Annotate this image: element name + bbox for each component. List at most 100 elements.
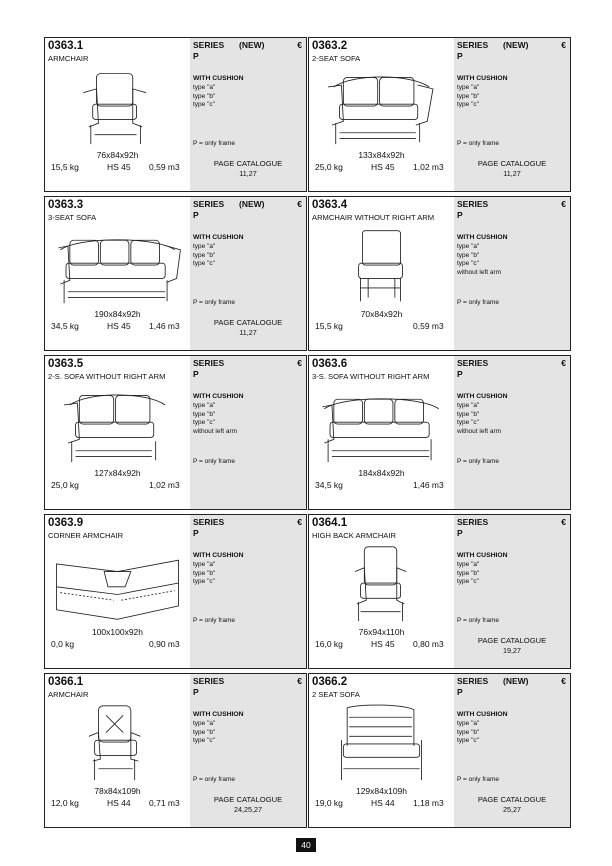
- product-info: 0366.1 ARMCHAIR 78x84x109h 12,0 kg HS 44…: [45, 674, 190, 827]
- euro-icon: €: [297, 40, 302, 50]
- product-hs-code: HS 45: [107, 162, 131, 172]
- product-name: 2-S. SOFA WITHOUT RIGHT ARM: [48, 372, 166, 381]
- product-code: 0363.1: [48, 40, 84, 52]
- product-card: 0363.4 ARMCHAIR WITHOUT RIGHT ARM 70x84x…: [308, 196, 571, 351]
- frame-only-note: P = only frame: [193, 617, 235, 624]
- euro-icon: €: [297, 676, 302, 686]
- product-weight: 25,0 kg: [315, 162, 343, 172]
- frame-only-note: P = only frame: [457, 140, 499, 147]
- euro-icon: €: [561, 358, 566, 368]
- high-back-armchair-drawing: [354, 546, 407, 622]
- three-seat-sofa-drawing: [58, 239, 181, 304]
- product-name: ARMCHAIR: [48, 54, 89, 63]
- armless-chair-drawing: [358, 230, 403, 302]
- product-info: 0363.6 3-S. SOFA WITHOUT RIGHT ARM 184x8…: [309, 356, 454, 509]
- cushion-type: without left arm: [193, 427, 238, 435]
- product-dimensions: 100x100x92h: [91, 627, 144, 637]
- product-info: 0363.4 ARMCHAIR WITHOUT RIGHT ARM 70x84x…: [309, 197, 454, 350]
- catalogue-pages: 11,27: [503, 169, 521, 178]
- product-dimensions: 184x84x92h: [358, 468, 405, 478]
- page-number: 40: [296, 838, 316, 852]
- product-name: 3-S. SOFA WITHOUT RIGHT ARM: [312, 372, 430, 381]
- series-panel: SERIES (NEW) € P WITH CUSHION type "a"ty…: [454, 38, 570, 191]
- product-code: 0363.2: [312, 40, 348, 52]
- armchair-drawing: [83, 73, 147, 145]
- page-catalogue-label: PAGE CATALOGUE: [477, 636, 547, 645]
- series-panel: SERIES € P WITH CUSHION type "a"type "b"…: [454, 515, 570, 668]
- product-volume: 0,71 m3: [149, 798, 180, 808]
- euro-icon: €: [561, 199, 566, 209]
- product-hs-code: HS 45: [371, 639, 395, 649]
- product-weight: 15,5 kg: [315, 321, 343, 331]
- two-seat-sofa-drawing: [328, 76, 434, 145]
- cushion-type: type "c": [193, 101, 215, 109]
- series-label: SERIES: [193, 199, 225, 209]
- product-info: 0366.2 2 SEAT SOFA 129x84x109h 19,0 kg H…: [309, 674, 454, 827]
- with-cushion-label: WITH CUSHION: [457, 711, 508, 718]
- product-name: 2 SEAT SOFA: [312, 690, 360, 699]
- frame-code: P: [457, 528, 463, 538]
- corner-armchair-drawing: [56, 559, 179, 620]
- with-cushion-label: WITH CUSHION: [193, 234, 244, 241]
- product-code: 0364.1: [312, 517, 348, 529]
- catalogue-pages: 24,25,27: [234, 805, 262, 814]
- with-cushion-label: WITH CUSHION: [193, 711, 244, 718]
- product-name: HIGH BACK ARMCHAIR: [312, 531, 396, 540]
- product-weight: 34,5 kg: [51, 321, 79, 331]
- euro-icon: €: [561, 40, 566, 50]
- catalogue-pages: 11,27: [239, 169, 257, 178]
- product-volume: 0,59 m3: [413, 321, 444, 331]
- page-catalogue-label: PAGE CATALOGUE: [213, 159, 283, 168]
- cushion-type: type "c": [193, 578, 215, 586]
- catalogue-pages: 19,27: [503, 646, 521, 655]
- series-panel: SERIES (NEW) € P WITH CUSHION type "a"ty…: [454, 674, 570, 827]
- product-weight: 12,0 kg: [51, 798, 79, 808]
- frame-only-note: P = only frame: [457, 299, 499, 306]
- cushion-type: without left arm: [457, 268, 502, 276]
- cushion-type: type "c": [457, 101, 479, 109]
- product-volume: 0,59 m3: [149, 162, 180, 172]
- frame-only-note: P = only frame: [193, 299, 235, 306]
- series-panel: SERIES € P WITH CUSHION type "a"type "b"…: [190, 674, 306, 827]
- cushion-type: type "b": [193, 251, 216, 259]
- cushion-types-list: type "a"type "b"type "c": [457, 720, 479, 746]
- series-label: SERIES: [193, 40, 225, 50]
- euro-icon: €: [561, 676, 566, 686]
- product-weight: 25,0 kg: [51, 480, 79, 490]
- frame-code: P: [457, 210, 463, 220]
- cushion-type: without left arm: [457, 427, 502, 435]
- product-info: 0363.1 ARMCHAIR 76x84x92h 15,5 kg HS 45 …: [45, 38, 190, 191]
- product-volume: 1,46 m3: [149, 321, 180, 331]
- product-info: 0363.3 3-SEAT SOFA 190x84x92h 34,5 kg HS…: [45, 197, 190, 350]
- cushion-type: type "b": [193, 92, 216, 100]
- product-hs-code: HS 44: [371, 798, 395, 808]
- cushion-types-list: type "a"type "b"type "c"without left arm: [457, 402, 501, 436]
- frame-only-note: P = only frame: [457, 458, 499, 465]
- frame-code: P: [193, 528, 199, 538]
- product-weight: 15,5 kg: [51, 162, 79, 172]
- product-name: ARMCHAIR WITHOUT RIGHT ARM: [312, 213, 435, 222]
- cushion-type: type "c": [457, 737, 479, 745]
- cushion-type: type "a": [457, 84, 480, 91]
- product-code: 0366.1: [48, 676, 84, 688]
- product-name: 3-SEAT SOFA: [48, 213, 97, 222]
- cushion-type: type "a": [193, 720, 216, 727]
- product-volume: 1,18 m3: [413, 798, 444, 808]
- product-volume: 1,02 m3: [413, 162, 444, 172]
- cushion-type: type "b": [457, 728, 480, 736]
- product-card: 0363.1 ARMCHAIR 76x84x92h 15,5 kg HS 45 …: [44, 37, 307, 192]
- with-cushion-label: WITH CUSHION: [193, 393, 244, 400]
- product-weight: 16,0 kg: [315, 639, 343, 649]
- product-card: 0364.1 HIGH BACK ARMCHAIR 76x94x110h 16,…: [308, 514, 571, 669]
- cushion-type: type "a": [457, 402, 480, 409]
- frame-only-note: P = only frame: [193, 458, 235, 465]
- series-panel: SERIES € P WITH CUSHION type "a"type "b"…: [454, 197, 570, 350]
- catalogue-pages: 11,27: [239, 328, 257, 337]
- cushion-type: type "c": [457, 578, 479, 586]
- product-volume: 1,02 m3: [149, 480, 180, 490]
- cushion-types-list: type "a"type "b"type "c": [193, 84, 215, 110]
- series-panel: SERIES (NEW) € P WITH CUSHION type "a"ty…: [190, 38, 306, 191]
- two-seat-sofa-one-arm-drawing: [64, 394, 166, 463]
- page-catalogue-label: PAGE CATALOGUE: [213, 318, 283, 327]
- product-code: 0363.9: [48, 517, 84, 529]
